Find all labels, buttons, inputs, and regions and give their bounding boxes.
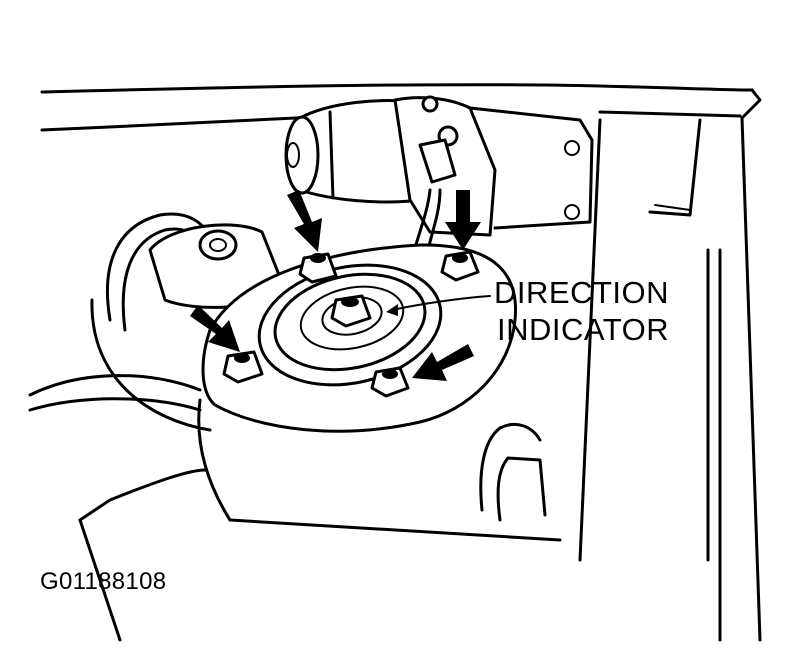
strut-nut-right (370, 366, 410, 398)
strut-nut-top-left (298, 252, 338, 284)
strut-nut-left (222, 350, 264, 384)
callout-leader-line (391, 295, 491, 311)
arrow-icon (287, 190, 322, 252)
arrow-icon (445, 190, 481, 250)
cowl-panel (40, 83, 762, 642)
figure-id: G01188108 (40, 568, 167, 595)
direction-indicator-label-line1: DIRECTION (494, 275, 669, 310)
strut-nut-top-right (440, 250, 480, 282)
arrow-icon (190, 305, 240, 352)
direction-indicator-arrow-icon (386, 304, 398, 316)
arrow-icon (412, 344, 474, 381)
center-nut (330, 294, 372, 328)
cowl-pocket (479, 423, 547, 522)
direction-indicator-label-line2: INDICATOR (497, 312, 670, 347)
wiper-motor (284, 95, 594, 252)
